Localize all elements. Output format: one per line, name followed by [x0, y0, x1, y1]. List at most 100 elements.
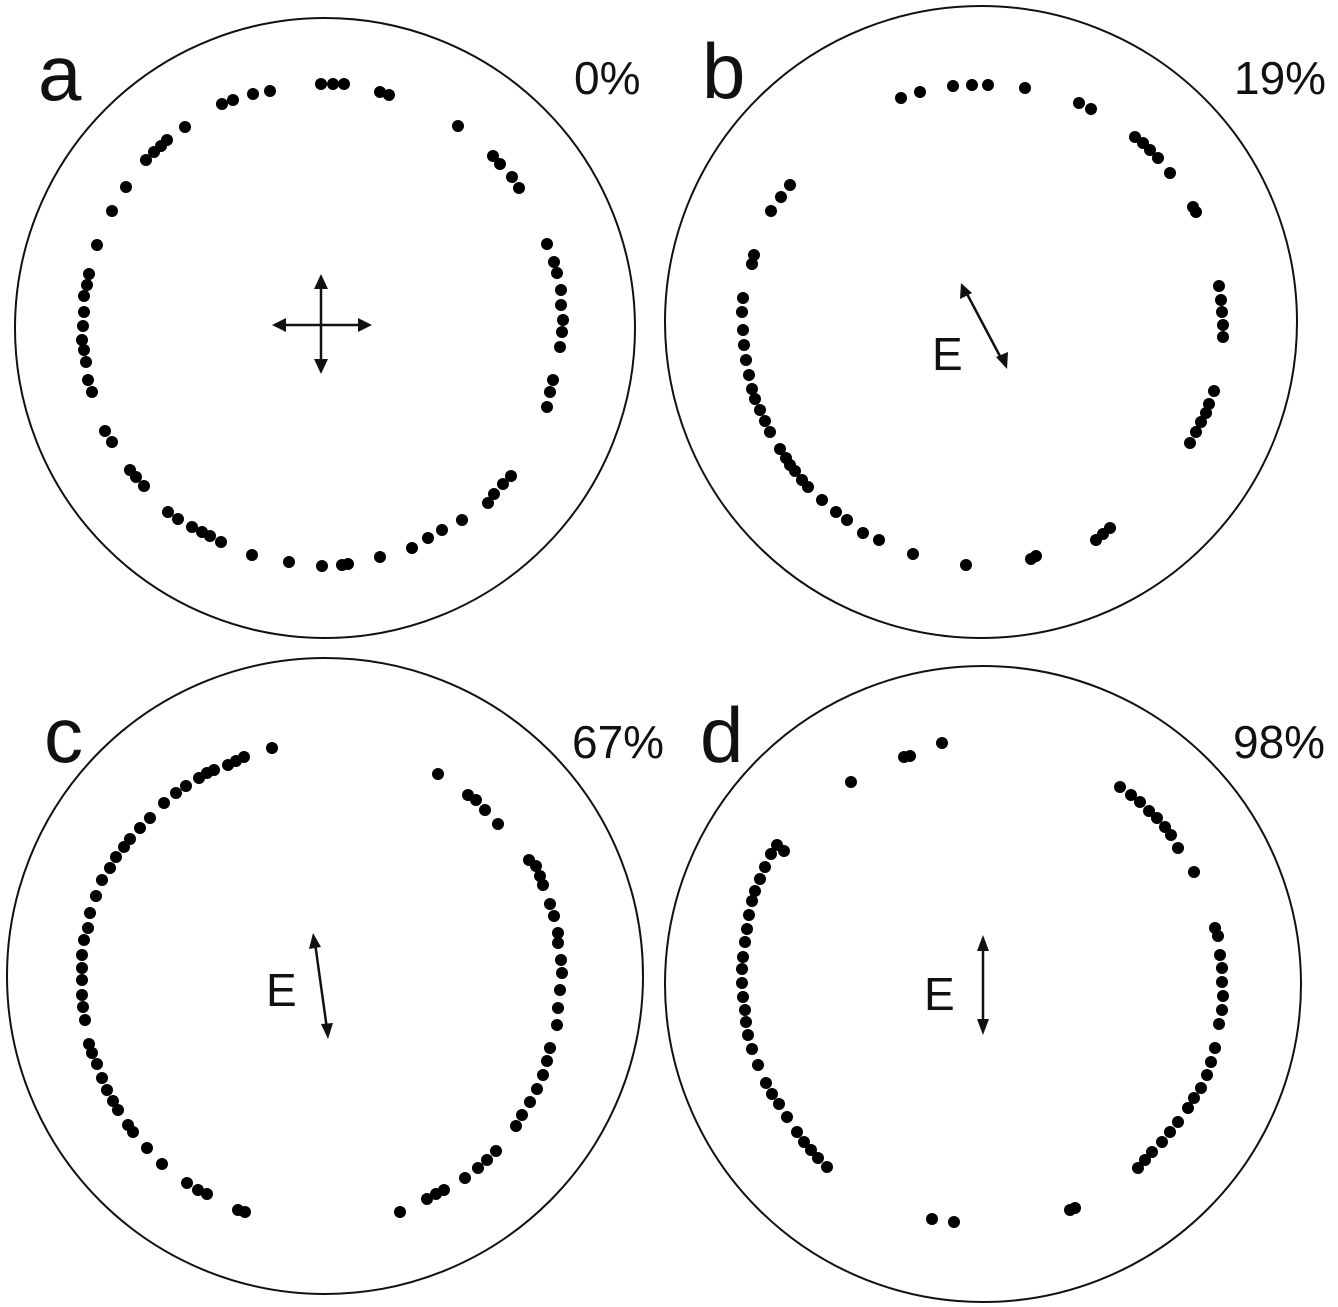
panel-d-dot — [926, 1213, 938, 1225]
panel-c-dot — [394, 1206, 406, 1218]
panel-c-dot — [554, 984, 566, 996]
panel-a-dot — [246, 549, 258, 561]
panel-c-dot — [266, 742, 278, 754]
panel-a-dot — [216, 98, 228, 110]
panel-a-dot — [541, 238, 553, 250]
panel-b-dot — [774, 443, 786, 455]
panel-d-dot — [740, 1016, 752, 1028]
panel-a: a 0% — [14, 17, 640, 639]
panel-c-percent: 67% — [572, 716, 664, 768]
panel-c-dot — [118, 841, 130, 853]
panel-d-dot — [736, 977, 748, 989]
panel-d-dot — [1132, 1162, 1144, 1174]
panel-c-dot — [180, 780, 192, 792]
panel-b-dot — [740, 354, 752, 366]
panel-d-dot — [1209, 1042, 1221, 1054]
panel-d-dot — [936, 737, 948, 749]
panel-b-dot — [780, 452, 792, 464]
panel-b-dot — [764, 426, 776, 438]
panel-a-dot — [513, 182, 525, 194]
panel-d-dot — [1213, 1018, 1225, 1030]
panel-a-dot — [77, 320, 89, 332]
panel-a-dot — [78, 344, 90, 356]
panel-d-dot — [1188, 866, 1200, 878]
panel-c-dot — [76, 989, 88, 1001]
panel-c-dot — [472, 1162, 484, 1174]
panel-c-dot — [112, 1104, 124, 1116]
panel-c-dot — [170, 787, 182, 799]
panel-c-dot — [107, 1095, 119, 1107]
panel-d-dot — [1143, 805, 1155, 817]
panel-d-dot — [1216, 976, 1228, 988]
panel-a-dot — [406, 542, 418, 554]
panel-a-dot — [264, 85, 276, 97]
panel-a-dot — [494, 158, 506, 170]
panel-b-letter: b — [702, 27, 745, 115]
panel-c-field-label: E — [266, 964, 297, 1016]
panel-d-percent: 98% — [1233, 716, 1325, 768]
panel-b-dot — [857, 527, 869, 539]
panel-c-dot — [510, 1120, 522, 1132]
panel-a-dot — [436, 524, 448, 536]
panel-d-dot — [742, 1029, 754, 1041]
panel-d-dot — [765, 848, 777, 860]
panel-d-dot — [759, 861, 771, 873]
panel-b-dot — [1215, 294, 1227, 306]
panel-a-dot — [161, 134, 173, 146]
panel-a-dot — [83, 268, 95, 280]
panel-c-dot — [552, 927, 564, 939]
panel-b-dot — [1208, 385, 1220, 397]
panel-c-dot — [421, 1193, 433, 1205]
panel-d-dot — [1165, 829, 1177, 841]
panel-a-dot — [179, 121, 191, 133]
panel-d-field-arrow-icon — [977, 935, 989, 1035]
panel-a-dot — [138, 480, 150, 492]
panel-c-dot — [479, 804, 491, 816]
panel-c-field-arrow-icon — [309, 933, 333, 1039]
panel-d-dot — [821, 1161, 833, 1173]
panel-b-dot — [775, 191, 787, 203]
panel-c-dot — [239, 1206, 251, 1218]
panel-d-letter: d — [700, 691, 743, 779]
panel-c-dot — [555, 954, 567, 966]
panel-a-dot — [215, 536, 227, 548]
panel-b-dot — [1216, 306, 1228, 318]
panel-d-dot — [737, 991, 749, 1003]
panel-c-dot — [193, 772, 205, 784]
panel-d-dot — [845, 776, 857, 788]
panel-c-dot — [141, 1142, 153, 1154]
panel-b-dot — [765, 205, 777, 217]
panel-b-dot — [737, 324, 749, 336]
panel-d-dot — [1216, 962, 1228, 974]
panel-b-dot — [907, 548, 919, 560]
panel-d-dot — [904, 750, 916, 762]
panel-d-dot — [760, 1077, 772, 1089]
panel-d-dot — [948, 1216, 960, 1228]
panel-c-dot — [90, 890, 102, 902]
panel-d-dot — [1164, 1126, 1176, 1138]
panel-d-dots — [736, 737, 1229, 1228]
panel-c-dot — [76, 962, 88, 974]
panel-a-dot — [487, 150, 499, 162]
panel-d-dot — [739, 1004, 751, 1016]
panel-a-dot — [106, 205, 118, 217]
panel-b-percent: 19% — [1234, 52, 1326, 104]
panel-a-dot — [452, 120, 464, 132]
panel-a-dot — [106, 436, 118, 448]
panel-a-dot — [120, 181, 132, 193]
panel-a-dot — [124, 464, 136, 476]
panel-c-dot — [516, 1109, 528, 1121]
panel-c-dot — [91, 1058, 103, 1070]
panel-d-dot — [741, 923, 753, 935]
panel-d-dot — [766, 1088, 778, 1100]
panel-b-dot — [830, 506, 842, 518]
panel-d-dot — [1151, 812, 1163, 824]
panel-d-dot — [1146, 1146, 1158, 1158]
panel-b: b 19% E — [664, 5, 1326, 639]
panel-d-dot — [739, 936, 751, 948]
panel-b-dot — [1025, 553, 1037, 565]
panel-c-dot — [552, 1002, 564, 1014]
panel-a-dot — [78, 306, 90, 318]
panel-c-dot — [432, 768, 444, 780]
